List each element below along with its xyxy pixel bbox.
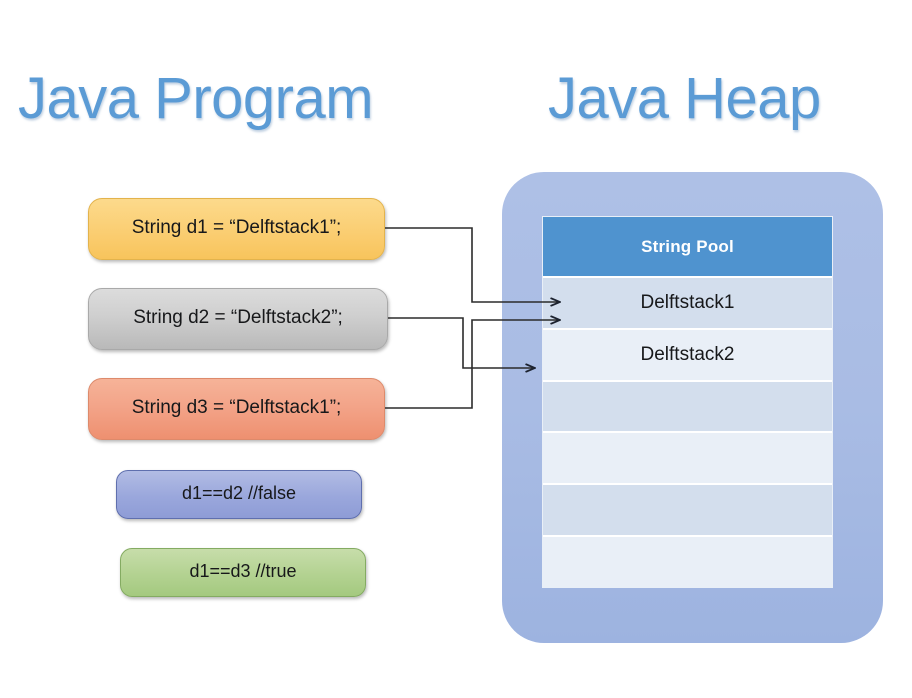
statement-box-d1: String d1 = “Delftstack1”; (88, 198, 385, 260)
page-title-java-heap: Java Heap (548, 66, 821, 131)
statement-text-d2: String d2 = “Delftstack2”; (133, 307, 343, 328)
statement-box-d2: String d2 = “Delftstack2”; (88, 288, 388, 350)
statement-box-d3: String d3 = “Delftstack1”; (88, 378, 385, 440)
comparison-box-d1-d2: d1==d2 //false (116, 470, 362, 519)
string-pool-row (543, 379, 832, 432)
page-title-java-program: Java Program (18, 66, 374, 131)
string-pool-table: String Pool Delftstack1 Delftstack2 (542, 216, 833, 588)
string-pool-row (543, 483, 832, 536)
comparison-text-d1-d3: d1==d3 //true (189, 561, 297, 581)
string-pool-row: Delftstack2 (543, 327, 832, 380)
statement-text-d1: String d1 = “Delftstack1”; (131, 217, 342, 238)
string-pool-row (543, 535, 832, 587)
comparison-text-d1-d2: d1==d2 //false (181, 483, 297, 503)
string-pool-header: String Pool (543, 217, 832, 276)
statement-text-d3: String d3 = “Delftstack1”; (131, 397, 342, 418)
comparison-box-d1-d3: d1==d3 //true (120, 548, 366, 597)
string-pool-row (543, 431, 832, 484)
string-pool-row: Delftstack1 (543, 276, 832, 328)
